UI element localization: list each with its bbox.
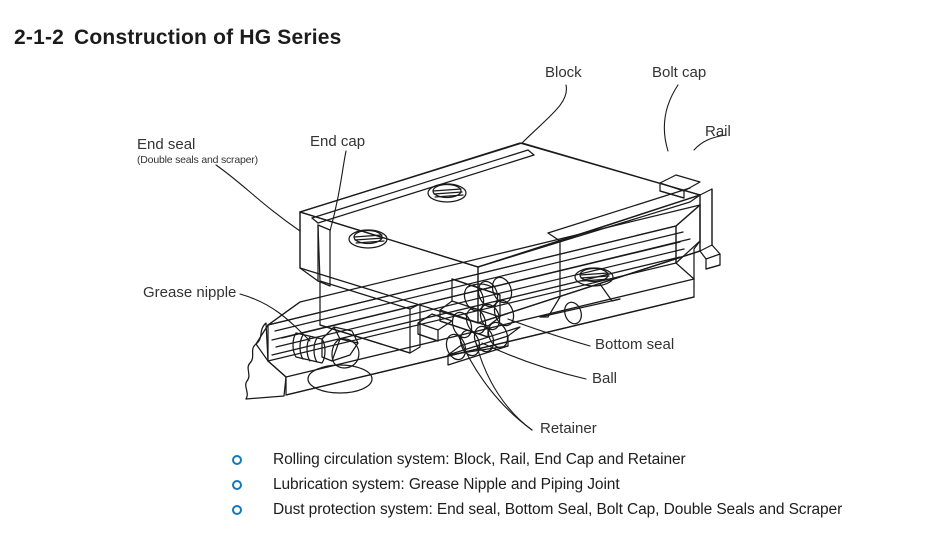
- label-end-cap: End cap: [310, 133, 366, 150]
- rail-shape: [245, 204, 701, 400]
- page-title: 2-1-2 Construction of HG Series: [14, 26, 342, 50]
- leader-bottom-seal: [507, 318, 591, 347]
- leader-end-cap: [329, 150, 347, 232]
- linear-guide-diagram: [0, 55, 935, 445]
- label-rail: Rail: [705, 123, 731, 140]
- list-item-label: Rolling circulation system: Block, Rail,…: [273, 451, 686, 468]
- label-block: Block: [545, 64, 582, 81]
- label-bottom-seal: Bottom seal: [595, 336, 675, 353]
- bullet-ring-icon: [232, 505, 242, 515]
- label-end-seal-text: End seal: [137, 136, 196, 153]
- leader-retainer-b: [475, 342, 533, 431]
- leader-bolt-cap: [663, 84, 679, 152]
- label-end-seal-subtitle: (Double seals and scraper): [137, 154, 258, 167]
- threaded-holes: [348, 183, 614, 287]
- leader-end-seal: [215, 164, 301, 232]
- label-retainer: Retainer: [540, 420, 597, 437]
- grease-nipple-shape: [292, 326, 373, 394]
- label-bolt-cap: Bolt cap: [652, 64, 707, 81]
- label-ball: Ball: [592, 370, 618, 387]
- ball-retainer-assembly: [417, 276, 521, 366]
- list-item: Lubrication system: Grease Nipple and Pi…: [232, 474, 932, 496]
- bullet-ring-icon: [232, 480, 242, 490]
- label-end-seal: End seal (Double seals and scraper): [137, 136, 258, 166]
- leader-rail: [693, 134, 727, 151]
- bullet-ring-icon: [232, 455, 242, 465]
- leader-lines: [215, 84, 727, 431]
- section-title: Construction of HG Series: [74, 26, 342, 49]
- system-summary-list: Rolling circulation system: Block, Rail,…: [232, 449, 932, 524]
- leader-grease-nipple: [239, 293, 311, 342]
- bolt-cap-shape: [659, 174, 701, 199]
- section-number: 2-1-2: [14, 26, 65, 49]
- list-item-label: Lubrication system: Grease Nipple and Pi…: [273, 476, 620, 493]
- list-item: Dust protection system: End seal, Bottom…: [232, 499, 932, 521]
- linear-guide-illustration: [215, 84, 727, 431]
- leader-ball: [481, 342, 587, 380]
- block-shape: [299, 142, 721, 354]
- label-grease-nipple: Grease nipple: [143, 284, 237, 301]
- leader-block: [521, 84, 567, 144]
- list-item-label: Dust protection system: End seal, Bottom…: [273, 501, 843, 518]
- list-item: Rolling circulation system: Block, Rail,…: [232, 449, 932, 471]
